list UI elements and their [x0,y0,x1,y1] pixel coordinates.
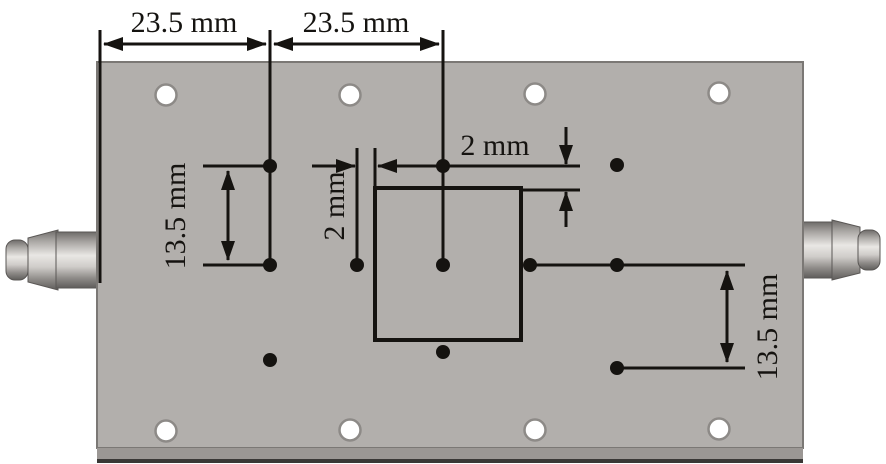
dimension-label: 23.5 mm [131,6,238,39]
left-barb-fitting [5,229,99,291]
mounting-hole [707,81,731,105]
left-fitting-tip [5,239,29,281]
right-barb-fitting [799,219,881,281]
dimension-label: 13.5 mm [159,163,192,270]
sample-point-dot [610,361,624,375]
mounting-hole [154,419,178,443]
dimension-label: 23.5 mm [303,6,410,39]
plate-bottom-shadow [97,459,803,463]
right-fitting-barb [831,219,861,281]
dim-square-offset-top: 2 mm [460,127,580,227]
dim-vertical-right: 13.5 mm [530,263,784,381]
sample-point-dot [350,258,364,272]
mounting-hole [523,82,547,106]
sample-point-dot [523,258,537,272]
plate-holes [154,81,731,443]
sample-point-dot [610,158,624,172]
dim-square-offset-left: 2 mm [312,148,580,262]
sample-point-dot [610,258,624,272]
sample-dots [263,158,624,375]
mounting-hole [707,417,731,441]
sample-point-dot [263,353,277,367]
right-fitting-neck [799,221,833,279]
left-fitting-barb [27,229,59,291]
dimension-label: 13.5 mm [751,274,784,381]
dim-horizontal-left: 23.5 mm [98,6,272,283]
left-fitting-neck [55,231,99,289]
mounting-hole [338,83,362,107]
plate-thickness-edge [97,448,803,459]
sample-point-dot [263,159,277,173]
plate-body [96,61,804,449]
dim-vertical-left: 13.5 mm [159,163,270,270]
right-fitting-tip [857,229,881,271]
sample-point-dot [436,159,450,173]
dimension-label: 2 mm [460,129,529,162]
mounting-hole [154,83,178,107]
sample-point-dot [436,345,450,359]
dimension-label: 2 mm [318,171,351,240]
sample-point-dot [263,258,277,272]
mounting-hole [523,418,547,442]
sample-square-outline [373,186,523,342]
mounting-hole [338,418,362,442]
dim-horizontal-right: 23.5 mm [273,6,445,262]
sample-point-dot [436,258,450,272]
